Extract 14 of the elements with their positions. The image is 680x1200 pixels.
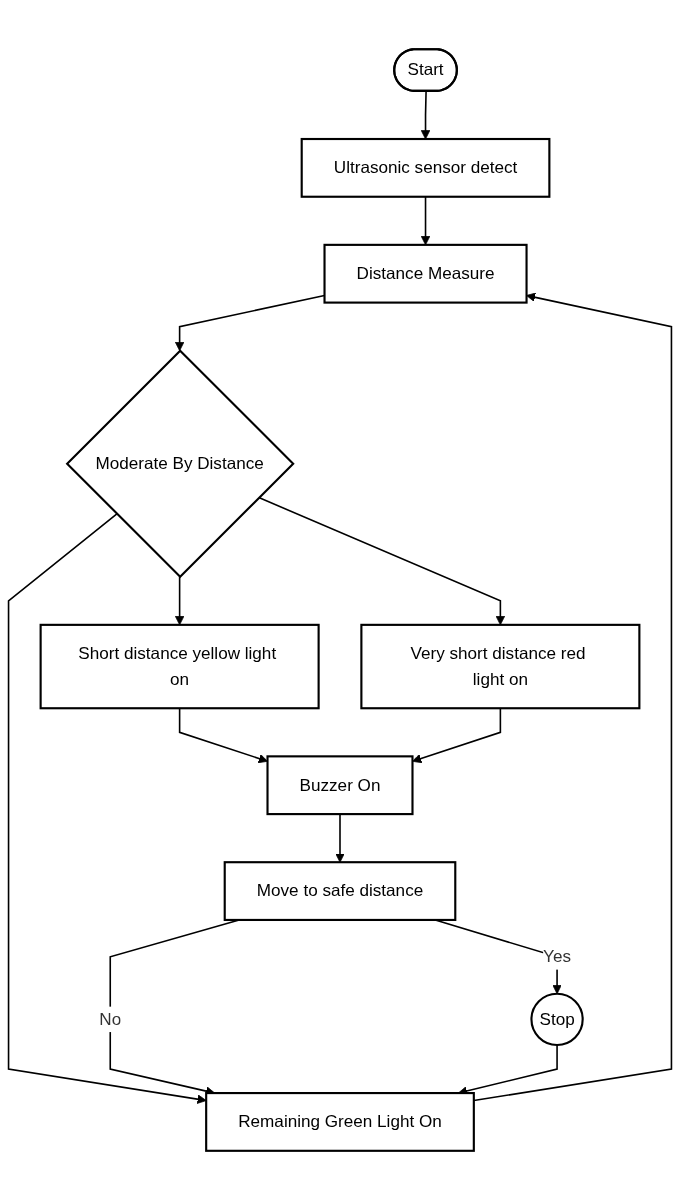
- node-box: Remaining Green Light On: [205, 1092, 475, 1152]
- node-box: Ultrasonic sensor detect: [300, 137, 551, 198]
- node-box: Short distance yellow light on: [39, 623, 320, 710]
- node-circle: Stop: [530, 992, 584, 1047]
- arrow: [7, 513, 207, 1104]
- arrow: [473, 292, 673, 1102]
- arrow: [420, 90, 431, 140]
- edge-label: No: [99, 1009, 122, 1028]
- node-box: Very short distance red light on: [360, 623, 641, 710]
- node-box: Move to safe distance: [223, 861, 457, 921]
- node-box: Buzzer On: [266, 755, 414, 816]
- edge-label: Yes: [543, 947, 572, 966]
- node-diamond: Moderate By Distance: [65, 349, 295, 579]
- node-box: Distance Measure: [323, 243, 528, 304]
